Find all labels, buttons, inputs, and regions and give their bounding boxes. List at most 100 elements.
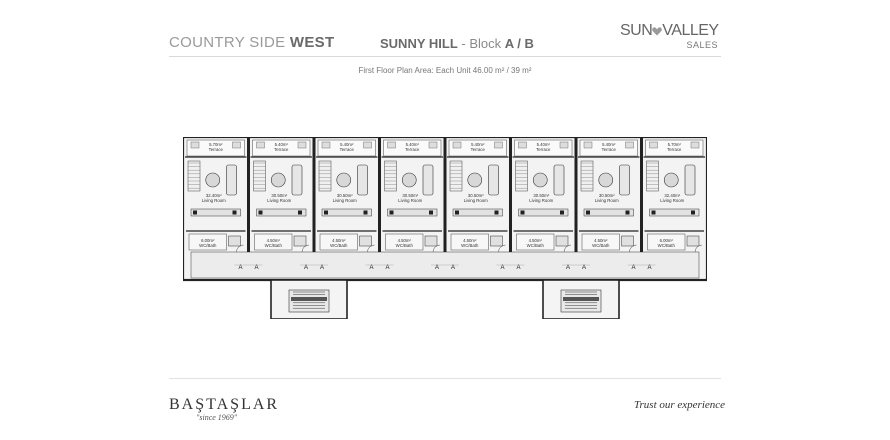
appliance [363, 210, 368, 215]
door-swing [367, 244, 375, 253]
terrace-area: 5.40m² [471, 142, 485, 147]
shower [228, 235, 241, 247]
sofa [553, 164, 565, 196]
wc-bath-area: 6.00m² [201, 238, 215, 243]
coffee-table [467, 172, 483, 188]
living-room-area: 30.50m² [271, 193, 287, 198]
terrace-label: Terrace [209, 147, 224, 152]
appliance [651, 210, 656, 215]
wc-bath-label: WC/Bath [461, 243, 479, 248]
axis-marker: A [385, 265, 389, 271]
wc-bath [647, 233, 686, 251]
door-swing [563, 244, 572, 253]
internal-stair [646, 160, 659, 192]
living-room-area: 32.40m² [664, 193, 680, 198]
party-wall [640, 137, 643, 252]
bastaslar-logo: BAŞTAŞLAR [169, 396, 280, 413]
door-swing [236, 244, 244, 253]
wc-bath-area: 4.50m² [594, 238, 608, 243]
block-title: SUNNY HILL - Block A / B [380, 36, 534, 51]
party-wall [509, 137, 512, 252]
coffee-table [401, 172, 417, 188]
wc-bath [385, 233, 424, 251]
kitchen-counter [190, 208, 241, 217]
living-room-area: 30.50m² [599, 193, 615, 198]
axis-marker: A [369, 265, 373, 271]
project-title-bold: WEST [289, 34, 335, 51]
kitchen-counter [649, 208, 700, 217]
logo-sales: SALES [686, 40, 718, 50]
appliance [298, 210, 302, 215]
appliance [494, 210, 499, 215]
door-swing [301, 244, 310, 253]
terrace [514, 139, 573, 157]
party-wall [247, 137, 250, 252]
living-room-label: Living Room [464, 198, 488, 203]
terrace-chair [494, 141, 503, 149]
terrace [579, 139, 638, 157]
sofa [619, 164, 630, 196]
header-divider [169, 56, 721, 57]
wc-bath-label: WC/Bath [265, 243, 283, 248]
wc-bath [581, 233, 620, 251]
terrace-chair [559, 141, 569, 149]
axis-marker: A [582, 265, 586, 271]
kitchen-counter [387, 208, 438, 217]
heart-icon [652, 27, 663, 36]
terrace-chair [232, 141, 241, 149]
living-room-label: Living Room [333, 198, 357, 203]
living-room-area: 30.50m² [402, 193, 418, 198]
internal-stair [318, 160, 332, 192]
coffee-table [663, 172, 679, 188]
terrace-label: Terrace [536, 147, 551, 152]
shower [555, 235, 569, 247]
sofa [684, 164, 696, 196]
kitchen-counter [583, 208, 634, 217]
internal-stair [253, 160, 266, 192]
block-prefix: - Block [461, 36, 502, 51]
internal-stair [187, 160, 201, 192]
terrace [645, 139, 704, 157]
terrace [448, 139, 507, 157]
wc-bath [188, 233, 227, 251]
appliance [586, 210, 590, 215]
door-swing [629, 244, 637, 253]
logo-sun: SUN [620, 22, 653, 39]
wc-bath-area: 4.50m² [267, 238, 281, 243]
living-room-label: Living Room [595, 198, 619, 203]
living-room-label: Living Room [202, 198, 226, 203]
living-room-area: 30.50m² [533, 193, 549, 198]
axis-marker: A [647, 265, 651, 271]
axis-marker: A [451, 265, 455, 271]
terrace-chair [363, 141, 372, 149]
terrace-label: Terrace [405, 147, 420, 152]
terrace-chair [190, 141, 200, 149]
coffee-table [598, 172, 614, 188]
terrace [252, 139, 311, 157]
shower [686, 235, 700, 247]
terrace-area: 5.40m² [406, 142, 420, 147]
logo-valley: VALLEY [662, 22, 719, 39]
internal-stair [384, 160, 397, 192]
terrace-label: Terrace [471, 147, 486, 152]
sofa [422, 164, 434, 196]
stair-rail [291, 297, 327, 301]
terrace [317, 139, 376, 157]
internal-stair [449, 160, 463, 192]
internal-stair [580, 160, 594, 192]
terrace-label: Terrace [602, 147, 617, 152]
wc-bath-label: WC/Bath [199, 243, 217, 248]
sofa [291, 164, 303, 196]
tagline: Trust our experience [634, 399, 726, 411]
wc-bath-area: 4.50m² [398, 238, 412, 243]
coffee-table [270, 172, 286, 188]
wc-bath [319, 233, 358, 251]
terrace-area: 5.40m² [340, 142, 354, 147]
living-room-label: Living Room [529, 198, 553, 203]
shower [293, 235, 307, 247]
axis-marker: A [320, 265, 324, 271]
living-room-area: 30.50m² [468, 193, 484, 198]
appliance [691, 210, 695, 215]
kitchen-counter [256, 208, 307, 217]
